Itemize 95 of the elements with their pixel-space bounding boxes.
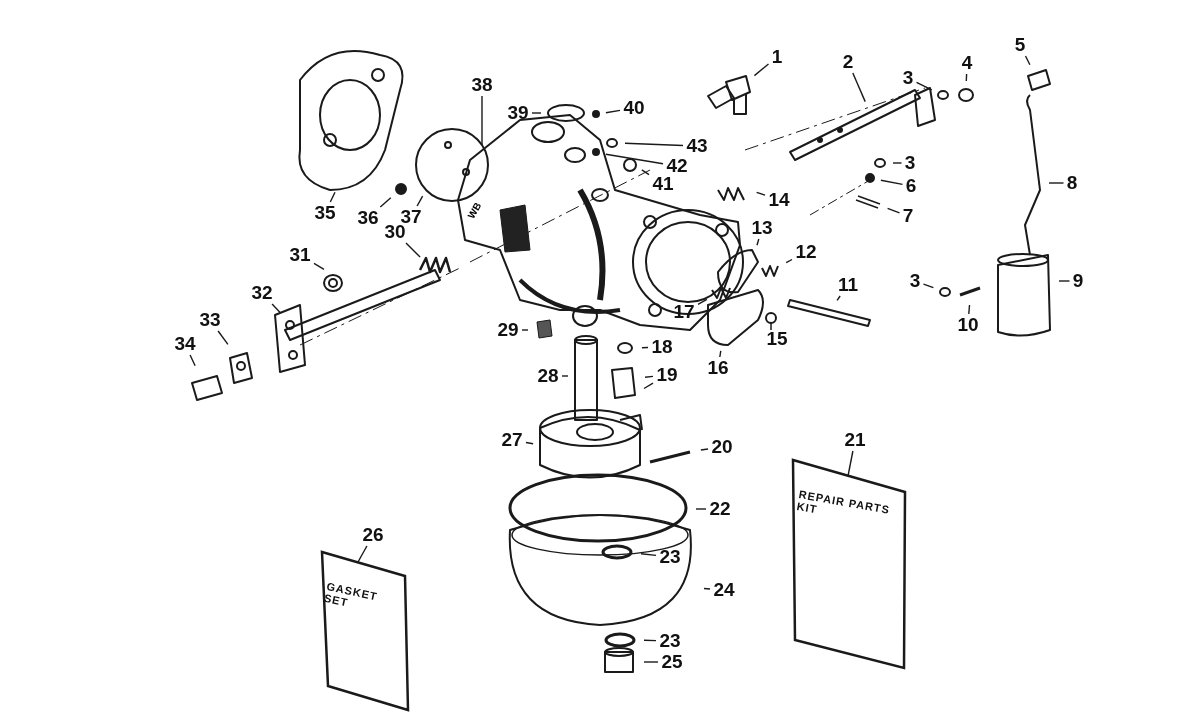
leader-line (481, 95, 483, 146)
leader-line (847, 450, 854, 477)
leader-line (643, 661, 659, 663)
callout-number: 14 (767, 190, 791, 210)
callout-number: 11 (836, 275, 860, 295)
leader-line (922, 283, 935, 289)
leader-line (329, 191, 336, 203)
leader-line (605, 153, 664, 165)
callout-number: 10 (956, 315, 980, 335)
leader-line (644, 375, 654, 378)
callout-number: 29 (496, 320, 520, 340)
callout-number: 40 (622, 98, 646, 118)
kit-packet (790, 458, 908, 670)
leader-line (641, 169, 650, 176)
leader-line (753, 63, 770, 77)
leader-line (525, 441, 534, 445)
callout-number: 42 (665, 156, 689, 176)
leader-line (697, 298, 708, 305)
callout-number: 2 (841, 52, 855, 72)
leader-line (640, 553, 657, 557)
leader-line (892, 162, 903, 164)
leader-line (755, 191, 766, 196)
leader-line (756, 238, 760, 246)
callout-number: 4 (960, 53, 974, 73)
leader-line (1024, 55, 1031, 66)
callout-number: 43 (685, 136, 709, 156)
leader-line (785, 258, 793, 264)
callout-number: 32 (250, 283, 274, 303)
callout-number: 6 (904, 176, 918, 196)
callout-number: 5 (1013, 35, 1027, 55)
leader-line (357, 545, 368, 563)
callout-number: 9 (1071, 271, 1085, 291)
kit-packet (320, 550, 410, 712)
packet-label: GASKET SET (323, 580, 380, 611)
callout-number: 16 (706, 358, 730, 378)
callout-number: 28 (536, 366, 560, 386)
callout-number: 34 (173, 334, 197, 354)
callout-number: 41 (651, 174, 675, 194)
callout-number: 26 (361, 525, 385, 545)
leader-line (624, 142, 684, 147)
leader-line (271, 303, 281, 314)
leader-line (379, 197, 392, 208)
leader-line (836, 295, 841, 301)
callout-number: 22 (708, 499, 732, 519)
callout-number: 20 (710, 437, 734, 457)
leader-line (965, 73, 968, 82)
callout-number: 1 (770, 47, 784, 67)
leader-line (561, 375, 569, 377)
leader-line (531, 112, 542, 114)
leader-line (719, 350, 722, 358)
callout-number: 24 (712, 580, 736, 600)
callout-number: 18 (650, 337, 674, 357)
callout-number: 36 (356, 208, 380, 228)
leader-line (605, 109, 621, 114)
leader-line (313, 262, 325, 271)
callout-number: 33 (198, 310, 222, 330)
leader-line (189, 354, 196, 367)
callout-number: 12 (794, 242, 818, 262)
callout-number: 31 (288, 245, 312, 265)
callout-number: 7 (901, 206, 915, 226)
callout-number: 15 (765, 329, 789, 349)
leader-line (217, 330, 229, 346)
leader-line (643, 382, 654, 390)
leader-line (880, 179, 904, 186)
callout-number: 27 (500, 430, 524, 450)
callout-number: 3 (901, 68, 915, 88)
leader-line (852, 72, 866, 103)
leader-line (695, 508, 707, 510)
callout-number: 19 (655, 365, 679, 385)
callout-number: 21 (843, 430, 867, 450)
callout-number: 23 (658, 547, 682, 567)
leader-line (968, 304, 971, 315)
leader-line (703, 587, 711, 590)
callout-number: 38 (470, 75, 494, 95)
callout-number: 3 (908, 271, 922, 291)
callout-number: 30 (383, 222, 407, 242)
callout-number: 13 (750, 218, 774, 238)
leader-line (915, 81, 933, 91)
leader-line (416, 195, 424, 207)
leader-line (886, 207, 901, 214)
callout-number: 35 (313, 203, 337, 223)
packet-label: REPAIR PARTS KIT (795, 488, 892, 518)
leader-line (643, 639, 657, 642)
callout-number: 23 (658, 631, 682, 651)
leader-line (641, 346, 649, 349)
leader-line (700, 448, 709, 451)
stamped-marking: WB (465, 200, 484, 221)
callout-number: 39 (506, 103, 530, 123)
leader-line (1048, 182, 1065, 184)
leader-line (405, 242, 421, 258)
callout-number: 3 (903, 153, 917, 173)
callout-number: 8 (1065, 173, 1079, 193)
leader-line (1058, 280, 1071, 282)
leader-line (521, 329, 529, 331)
callout-number: 25 (660, 652, 684, 672)
